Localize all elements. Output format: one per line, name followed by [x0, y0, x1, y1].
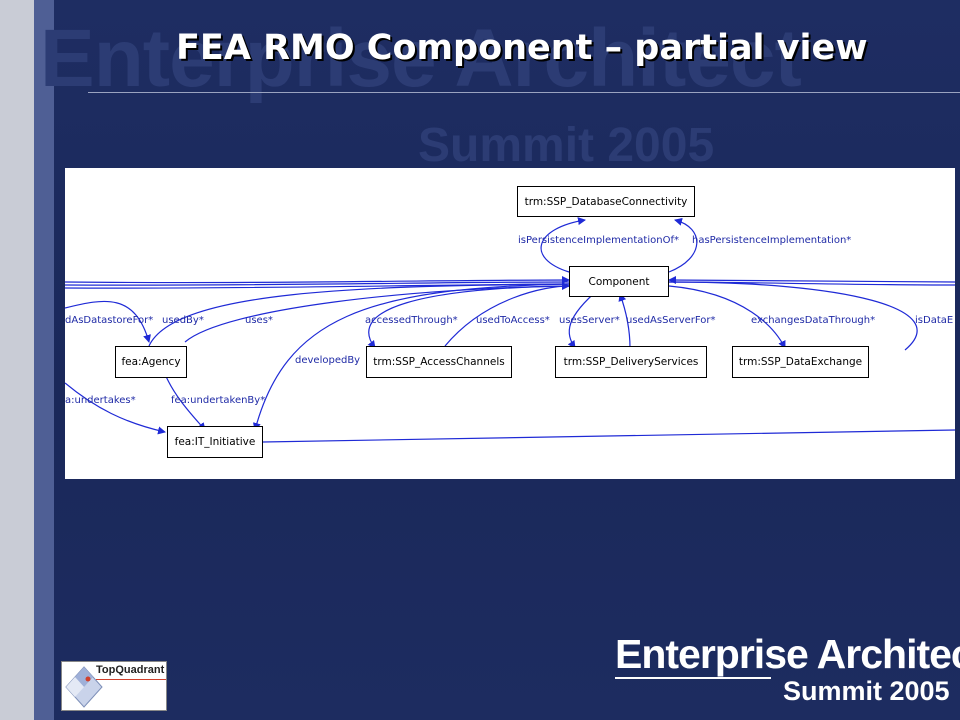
edge-developed-by	[252, 283, 570, 431]
label-exchanges-data: exchangesDataThrough*	[751, 315, 876, 326]
left-stripe-dark	[34, 0, 54, 720]
watermark-enterprise-architect: Enterprise Architect	[40, 13, 802, 104]
node-delivery-services: trm:SSP_DeliveryServices	[555, 346, 707, 378]
label-uses-server: usesServer*	[559, 315, 620, 326]
edge-right-bundle-1	[668, 276, 955, 285]
label-used-to-access: usedToAccess*	[476, 315, 550, 326]
node-component: Component	[569, 266, 669, 297]
label-developed-by: developedBy	[295, 355, 361, 366]
topquadrant-diamond-icon	[65, 666, 103, 708]
edge-exchanges-data	[668, 285, 786, 349]
label-is-data: isDataE	[915, 315, 954, 326]
label-used-as-datastore: dAsDatastoreFor*	[65, 315, 154, 326]
topquadrant-logo: TopQuadrant	[61, 661, 167, 711]
edge-used-by	[148, 283, 570, 347]
slide-title: FEA RMO Component – partial view	[176, 28, 868, 68]
topquadrant-logo-underline	[96, 679, 166, 680]
edge-bundle-1	[65, 276, 570, 285]
edge-used-as-datastore	[65, 300, 151, 343]
watermark-summit: Summit 2005	[418, 119, 715, 172]
edge-bundle-2	[65, 281, 570, 286]
edge-used-to-access	[444, 282, 570, 347]
node-data-exchange: trm:SSP_DataExchange	[732, 346, 869, 378]
label-undertakes: a:undertakes*	[65, 395, 136, 406]
ea-logo-title: Enterprise Architect	[615, 631, 960, 677]
node-db-connectivity: trm:SSP_DatabaseConnectivity	[517, 186, 695, 217]
edge-accessed-through	[367, 285, 570, 349]
topquadrant-logo-text: TopQuadrant	[96, 664, 165, 676]
label-is-persistence: isPersistenceImplementationOf*	[518, 235, 679, 246]
enterprise-architect-logo: Enterprise Architect Summit 2005	[615, 631, 960, 706]
edge-is-data	[668, 281, 918, 351]
title-underline	[88, 92, 960, 93]
ea-logo-rule	[615, 677, 771, 679]
label-has-persistence: hasPersistenceImplementation*	[692, 235, 852, 246]
edge-undertakes	[65, 382, 166, 435]
label-undertaken-by: fea:undertakenBy*	[171, 395, 266, 406]
edge-uses	[184, 285, 570, 343]
edge-initiative-right	[262, 429, 955, 443]
label-used-as-server: usedAsServerFor*	[626, 315, 716, 326]
node-it-initiative: fea:IT_Initiative	[167, 426, 263, 458]
rdf-diagram: trm:SSP_DatabaseConnectivity Component f…	[65, 168, 955, 479]
edge-used-as-server	[618, 293, 631, 349]
edge-is-persistence	[540, 217, 586, 273]
label-accessed-through: accessedThrough*	[365, 315, 458, 326]
label-uses: uses*	[245, 315, 273, 326]
node-agency: fea:Agency	[115, 346, 187, 378]
ea-logo-subtitle: Summit 2005	[783, 676, 950, 706]
edge-has-persistence	[668, 217, 698, 273]
diagram-edges	[65, 217, 955, 443]
label-used-by: usedBy*	[162, 315, 204, 326]
left-stripe-light	[0, 0, 34, 720]
node-access-channels: trm:SSP_AccessChannels	[366, 346, 512, 378]
